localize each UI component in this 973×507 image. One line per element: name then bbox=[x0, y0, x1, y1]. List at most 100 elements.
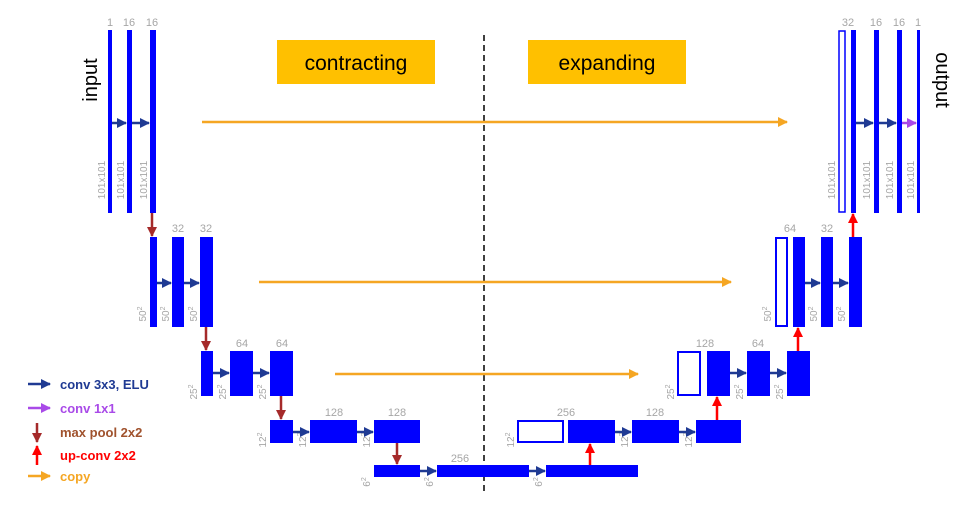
dim-label: 502 bbox=[160, 306, 172, 321]
svg-text:502: 502 bbox=[808, 306, 820, 321]
channel-label: 128 bbox=[696, 338, 714, 350]
svg-text:252: 252 bbox=[257, 384, 269, 399]
feature-map-block bbox=[897, 30, 902, 213]
feature-map-block bbox=[851, 30, 856, 213]
channel-label: 64 bbox=[784, 223, 796, 235]
channel-label: 1 bbox=[915, 17, 921, 29]
svg-text:122: 122 bbox=[505, 432, 517, 447]
channel-label: 32 bbox=[821, 223, 833, 235]
svg-text:122: 122 bbox=[361, 432, 373, 447]
feature-map-block bbox=[374, 420, 420, 443]
dim-label: 502 bbox=[188, 306, 200, 321]
svg-text:502: 502 bbox=[137, 306, 149, 321]
dim-label: 252 bbox=[774, 384, 786, 399]
feature-map-block bbox=[172, 237, 184, 327]
svg-text:122: 122 bbox=[297, 432, 309, 447]
channel-label: 32 bbox=[200, 223, 212, 235]
channel-label: 256 bbox=[451, 453, 469, 465]
dim-label: 101x101 bbox=[97, 160, 108, 199]
svg-text:122: 122 bbox=[257, 432, 269, 447]
dim-label: 62 bbox=[361, 477, 373, 487]
svg-text:252: 252 bbox=[734, 384, 746, 399]
dim-label: 101x101 bbox=[116, 160, 127, 199]
channel-label: 16 bbox=[123, 17, 135, 29]
feature-map-block bbox=[917, 30, 920, 213]
feature-map-block bbox=[793, 237, 805, 327]
dim-label: 122 bbox=[297, 432, 309, 447]
legend-label: copy bbox=[60, 469, 91, 484]
channel-label: 1 bbox=[107, 17, 113, 29]
dim-label: 502 bbox=[762, 306, 774, 321]
contracting-label: contracting bbox=[305, 52, 408, 75]
svg-text:62: 62 bbox=[361, 477, 373, 487]
svg-text:62: 62 bbox=[424, 477, 436, 487]
svg-text:252: 252 bbox=[665, 384, 677, 399]
channel-label: 16 bbox=[893, 17, 905, 29]
dim-label: 252 bbox=[188, 384, 200, 399]
channel-label: 32 bbox=[842, 17, 854, 29]
feature-map-block bbox=[310, 420, 357, 443]
channel-label: 32 bbox=[172, 223, 184, 235]
legend-label: max pool 2x2 bbox=[60, 425, 142, 440]
copied-feature-map bbox=[775, 237, 788, 327]
input-label: input bbox=[80, 58, 102, 102]
dim-label: 101x101 bbox=[827, 160, 838, 199]
channel-label: 128 bbox=[646, 407, 664, 419]
feature-map-block bbox=[787, 351, 810, 396]
expanding-box bbox=[528, 40, 686, 84]
legend-label: up-conv 2x2 bbox=[60, 448, 136, 463]
feature-map-block bbox=[849, 237, 862, 327]
legend-label: conv 3x3, ELU bbox=[60, 377, 149, 392]
expanding-label: expanding bbox=[559, 52, 656, 75]
feature-map-block bbox=[270, 420, 293, 443]
feature-map-block bbox=[150, 237, 157, 327]
channel-label: 64 bbox=[276, 338, 288, 350]
feature-map-block bbox=[437, 465, 529, 477]
feature-map-block bbox=[108, 30, 112, 213]
dim-label: 101x101 bbox=[885, 160, 896, 199]
channel-label: 256 bbox=[557, 407, 575, 419]
svg-text:252: 252 bbox=[217, 384, 229, 399]
svg-text:502: 502 bbox=[160, 306, 172, 321]
contracting-box bbox=[277, 40, 435, 84]
copied-feature-map bbox=[677, 351, 701, 396]
svg-text:122: 122 bbox=[683, 432, 695, 447]
copied-feature-map bbox=[838, 30, 846, 213]
dim-label: 252 bbox=[734, 384, 746, 399]
channel-label: 128 bbox=[325, 407, 343, 419]
feature-map-block bbox=[568, 420, 615, 443]
feature-map-block bbox=[374, 465, 420, 477]
legend-label: conv 1x1 bbox=[60, 401, 116, 416]
feature-map-block bbox=[632, 420, 679, 443]
dim-label: 122 bbox=[683, 432, 695, 447]
dim-label: 252 bbox=[665, 384, 677, 399]
svg-text:502: 502 bbox=[762, 306, 774, 321]
channel-label: 16 bbox=[146, 17, 158, 29]
dim-label: 502 bbox=[836, 306, 848, 321]
feature-map-block bbox=[230, 351, 253, 396]
channel-label: 128 bbox=[388, 407, 406, 419]
feature-map-block bbox=[270, 351, 293, 396]
dim-label: 122 bbox=[361, 432, 373, 447]
svg-text:502: 502 bbox=[188, 306, 200, 321]
channel-label: 64 bbox=[236, 338, 248, 350]
feature-map-block bbox=[696, 420, 741, 443]
svg-text:252: 252 bbox=[188, 384, 200, 399]
feature-map-block bbox=[127, 30, 132, 213]
feature-map-block bbox=[546, 465, 638, 477]
dim-label: 62 bbox=[424, 477, 436, 487]
legend: conv 3x3, ELU conv 1x1 max pool 2x2 up-c… bbox=[28, 377, 149, 484]
svg-text:122: 122 bbox=[619, 432, 631, 447]
dim-label: 62 bbox=[533, 477, 545, 487]
dim-label: 252 bbox=[217, 384, 229, 399]
feature-map-block bbox=[200, 237, 213, 327]
feature-map-block bbox=[201, 351, 213, 396]
dim-label: 101x101 bbox=[906, 160, 917, 199]
channel-label: 16 bbox=[870, 17, 882, 29]
feature-map-block bbox=[874, 30, 879, 213]
feature-map-block bbox=[821, 237, 833, 327]
copied-feature-map bbox=[517, 420, 564, 443]
feature-map-block bbox=[707, 351, 730, 396]
svg-text:252: 252 bbox=[774, 384, 786, 399]
